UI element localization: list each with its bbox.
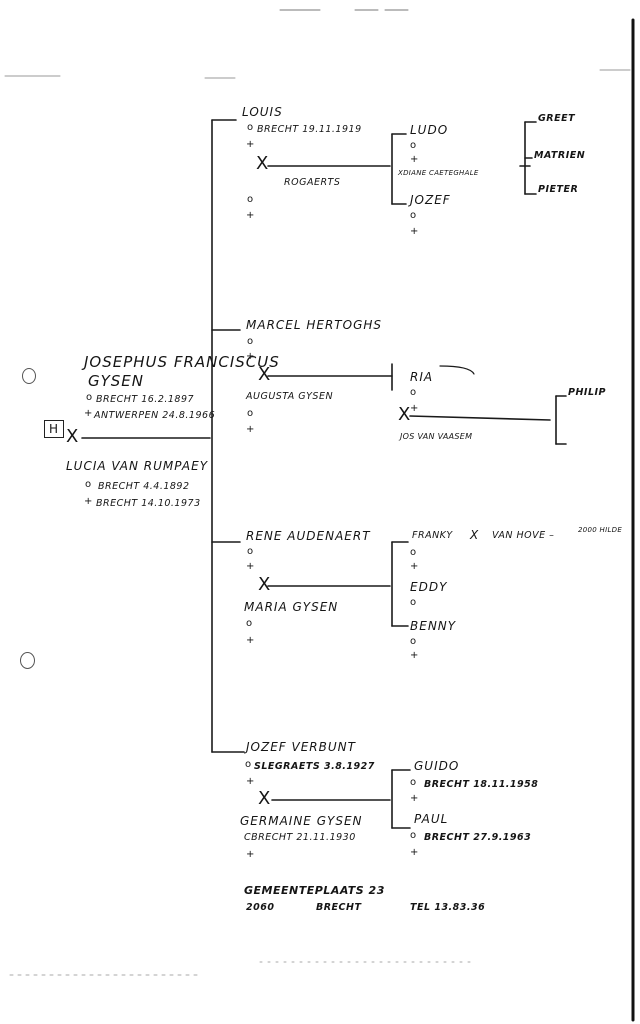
death-symbol: + bbox=[410, 847, 420, 858]
child-spouse: JOS VAN VAASEM bbox=[400, 432, 473, 441]
child-name: LUDO bbox=[410, 123, 449, 137]
birth-symbol: o bbox=[247, 122, 255, 133]
child-name: EDDY bbox=[410, 580, 448, 594]
death-symbol: + bbox=[410, 403, 420, 414]
grandchild-name: MATRIEN bbox=[534, 150, 586, 161]
address-phone: TEL 13.83.36 bbox=[410, 902, 486, 913]
child-spouse: VAN HOVE – bbox=[492, 530, 555, 541]
root-marriage-mark: X bbox=[66, 426, 80, 447]
root-spouse-birth: BRECHT 4.4.1892 bbox=[98, 481, 190, 492]
birth-symbol: o bbox=[410, 636, 418, 647]
child-spouse-note: 2000 HILDE bbox=[578, 526, 623, 534]
birth-symbol: o bbox=[247, 546, 255, 557]
grandchild-name: GREET bbox=[538, 113, 576, 124]
grandchild-name: PHILIP bbox=[568, 387, 606, 398]
child-name: RIA bbox=[410, 370, 434, 384]
partner-birth: SLEGRAETS 3.8.1927 bbox=[254, 761, 375, 772]
death-symbol: + bbox=[246, 635, 256, 646]
partner-name: RENE AUDENAERT bbox=[246, 529, 371, 543]
root-spouse-death: BRECHT 14.10.1973 bbox=[96, 498, 201, 509]
birth-symbol: o bbox=[247, 336, 255, 347]
marriage-mark: X bbox=[256, 153, 270, 174]
birth-symbol: o bbox=[410, 140, 418, 151]
marriage-mark: X bbox=[258, 574, 272, 595]
grandchild-name: PIETER bbox=[538, 184, 579, 195]
birth-symbol: o bbox=[247, 408, 255, 419]
partner-birth: BRECHT 19.11.1919 bbox=[257, 124, 362, 135]
spouse-name: ROGAERTS bbox=[284, 177, 341, 188]
punch-hole-top bbox=[22, 368, 36, 384]
spouse-name: AUGUSTA GYSEN bbox=[246, 391, 334, 402]
spouse-name: GERMAINE GYSEN bbox=[240, 814, 363, 828]
address-street: GEMEENTEPLAATS 23 bbox=[244, 884, 385, 897]
root-death: ANTWERPEN 24.8.1966 bbox=[94, 410, 216, 421]
child-name: GUIDO bbox=[414, 759, 460, 773]
birth-symbol: o bbox=[245, 759, 253, 770]
birth-symbol: o bbox=[85, 479, 93, 490]
partner-name: MARCEL HERTOGHS bbox=[246, 318, 383, 332]
birth-symbol: o bbox=[86, 392, 94, 403]
birth-symbol: o bbox=[246, 618, 254, 629]
birth-symbol: o bbox=[410, 210, 418, 221]
death-symbol: + bbox=[410, 226, 420, 237]
death-symbol: + bbox=[84, 496, 94, 507]
marriage-mark: X bbox=[258, 788, 272, 809]
spouse-name: MARIA GYSEN bbox=[244, 600, 339, 614]
death-symbol: + bbox=[246, 424, 256, 435]
punch-hole-bottom bbox=[20, 652, 35, 669]
death-symbol: + bbox=[410, 561, 420, 572]
child-marriage-mark: X bbox=[470, 528, 480, 542]
death-symbol: + bbox=[246, 210, 256, 221]
marriage-mark: X bbox=[398, 404, 412, 425]
birth-symbol: o bbox=[410, 387, 418, 398]
root-name-first: JOSEPHUS FRANCISCUS bbox=[84, 353, 280, 371]
death-symbol: + bbox=[246, 139, 256, 150]
birth-symbol: o bbox=[410, 547, 418, 558]
register-box: H bbox=[44, 420, 65, 438]
death-symbol: + bbox=[246, 561, 256, 572]
birth-symbol: o bbox=[410, 830, 418, 841]
child-name: JOZEF bbox=[410, 193, 451, 207]
child-birth: BRECHT 18.11.1958 bbox=[424, 779, 539, 790]
root-birth: BRECHT 16.2.1897 bbox=[96, 394, 195, 405]
partner-name: LOUIS bbox=[242, 105, 283, 119]
death-symbol: + bbox=[410, 650, 420, 661]
death-symbol: + bbox=[246, 849, 256, 860]
marriage-mark: X bbox=[258, 364, 272, 385]
death-symbol: + bbox=[410, 793, 420, 804]
death-symbol: + bbox=[246, 776, 256, 787]
child-name: FRANKY bbox=[412, 530, 453, 541]
child-name: BENNY bbox=[410, 619, 457, 633]
birth-symbol: o bbox=[247, 194, 255, 205]
birth-symbol: o bbox=[410, 777, 418, 788]
child-birth: BRECHT 27.9.1963 bbox=[424, 832, 532, 843]
root-spouse-name: LUCIA VAN RUMPAEY bbox=[66, 459, 209, 473]
root-name-last: GYSEN bbox=[88, 372, 145, 390]
address-postcode: 2060 bbox=[246, 902, 275, 913]
birth-symbol: o bbox=[410, 597, 418, 608]
child-spouse: XDIANE CAETEGHALE bbox=[398, 169, 479, 177]
partner-name: JOZEF VERBUNT bbox=[246, 740, 356, 754]
death-symbol: + bbox=[246, 351, 256, 362]
death-symbol: + bbox=[410, 154, 420, 165]
child-name: PAUL bbox=[414, 812, 449, 826]
spouse-birth: CBRECHT 21.11.1930 bbox=[244, 832, 356, 843]
death-symbol: + bbox=[84, 408, 94, 419]
address-city: BRECHT bbox=[316, 902, 362, 913]
